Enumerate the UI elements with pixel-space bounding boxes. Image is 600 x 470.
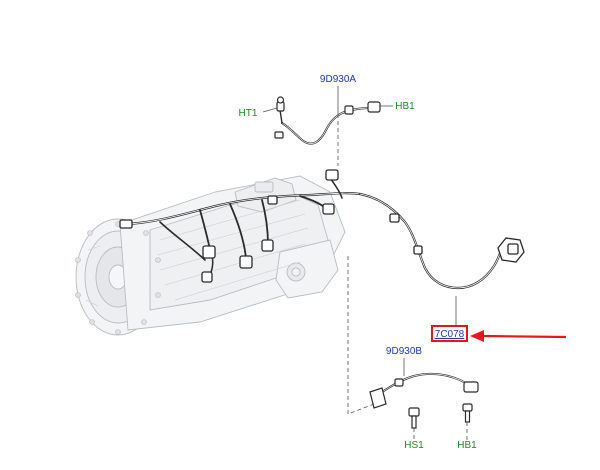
highlight-box [431,325,468,342]
connector-plug [322,203,335,215]
extension-housing [275,239,339,299]
ht1-ring [276,96,285,104]
label-9d930b[interactable]: 9D930B [386,346,422,357]
connector-clip [119,219,133,229]
harness-9d930a [279,107,373,145]
hb1-bolt-shank [464,410,471,423]
harness-9d930b-terminals [369,378,479,429]
label-7c078[interactable]: 7C078 [435,329,465,340]
connector-plug [261,239,274,252]
main-harness-7c078 [126,177,505,290]
label-hb1-lower[interactable]: HB1 [457,440,477,451]
harness-connectors [119,169,525,283]
transmission-ghost [75,175,346,336]
bracket [369,387,387,409]
bolt-ring [75,221,161,335]
connector-plug [202,245,216,259]
arrow-icon [470,330,567,342]
label-hs1[interactable]: HS1 [404,440,424,451]
harness-clip [344,105,354,115]
connector-clip [267,195,278,205]
connector-clip [413,245,423,255]
callout-lines [262,86,457,376]
connector-clip [389,213,400,223]
harness-clip [274,131,284,139]
connector-plug [201,271,213,283]
connector-plug [325,169,339,181]
label-hb1-upper[interactable]: HB1 [395,101,415,112]
hs1-bolt-head [408,407,420,417]
hb1-lower-connector [463,381,479,393]
hb1-connector [367,101,381,113]
hb1-bolt-head [462,403,473,412]
harness-9d930b [375,372,475,397]
leader-lines [337,114,468,440]
label-ht1[interactable]: HT1 [239,108,258,119]
transmission-ribs [85,199,309,307]
hs1-bolt-shank [411,415,417,429]
connector-plug [239,255,253,269]
label-9d930a[interactable]: 9D930A [320,74,356,85]
harness-9d930a-terminals [274,96,381,139]
harness-clip [394,378,404,387]
